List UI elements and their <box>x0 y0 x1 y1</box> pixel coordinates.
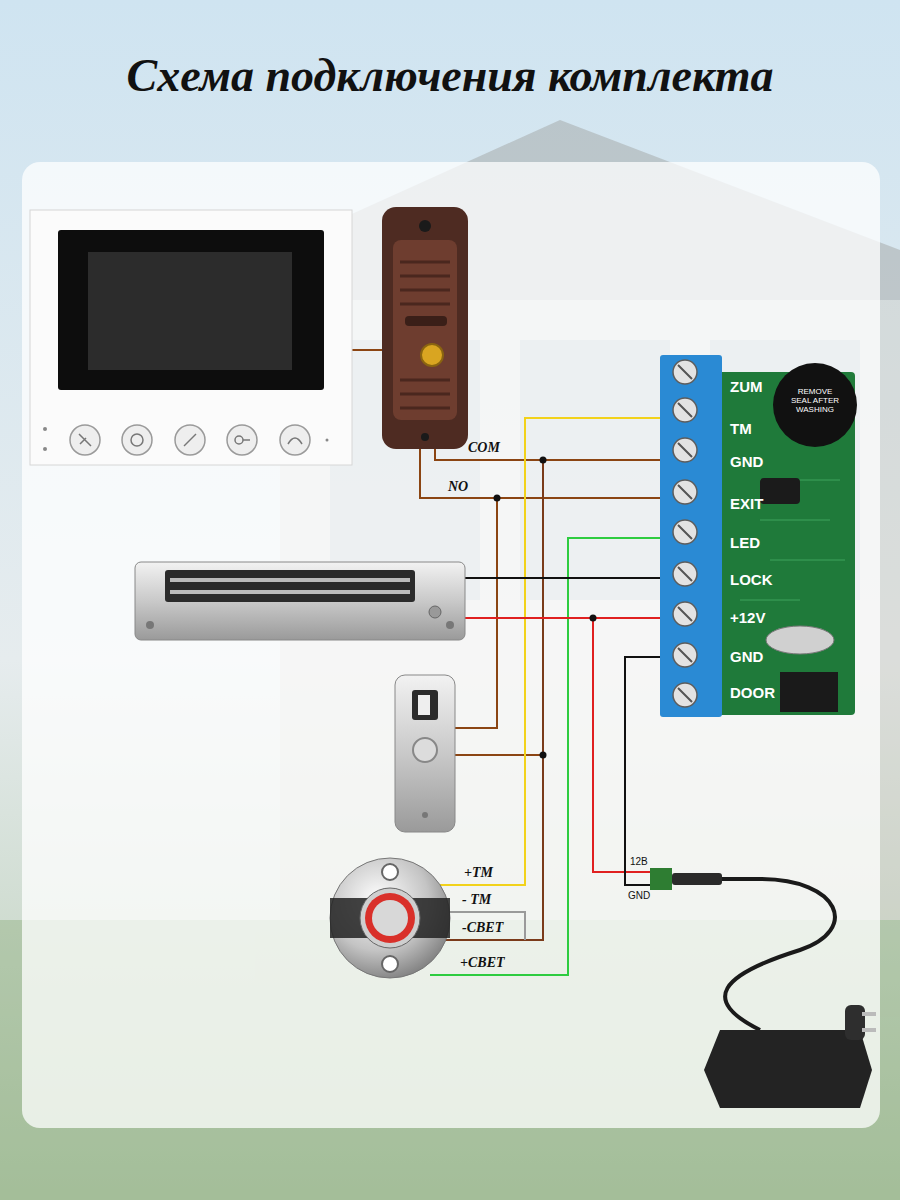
power-adapter <box>650 868 876 1108</box>
wire-label: -СВЕТ <box>462 920 503 936</box>
connector-label: GND <box>628 890 650 902</box>
exit-button <box>395 675 455 832</box>
wire-label: NO <box>448 479 468 495</box>
wire-label: COM <box>468 440 500 456</box>
junction-dots <box>494 457 597 759</box>
tm-reader <box>330 858 450 978</box>
pin-label: EXIT <box>730 495 763 512</box>
magnetic-lock <box>135 562 465 640</box>
pin-label: ZUM <box>730 378 763 395</box>
connector-label: 12В <box>630 856 648 868</box>
pin-label: LED <box>730 534 760 551</box>
call-panel <box>382 207 468 449</box>
wire-label: +TM <box>464 865 493 881</box>
house-backdrop <box>0 120 900 1200</box>
title: Схема подключения комплекта <box>0 50 900 103</box>
pin-label: GND <box>730 648 763 665</box>
pin-label: TM <box>730 420 752 437</box>
pin-label: LOCK <box>730 571 773 588</box>
wire-label: - TM <box>462 892 491 908</box>
pin-label: GND <box>730 453 763 470</box>
panel <box>22 162 880 1128</box>
wire-label: +СВЕТ <box>460 955 505 971</box>
pin-label: +12V <box>730 609 765 626</box>
video-monitor <box>30 210 352 465</box>
pin-label: DOOR <box>730 684 775 701</box>
buzzer-seal-text: REMOVE SEAL AFTER WASHING <box>787 388 843 414</box>
controller-board <box>660 355 857 717</box>
